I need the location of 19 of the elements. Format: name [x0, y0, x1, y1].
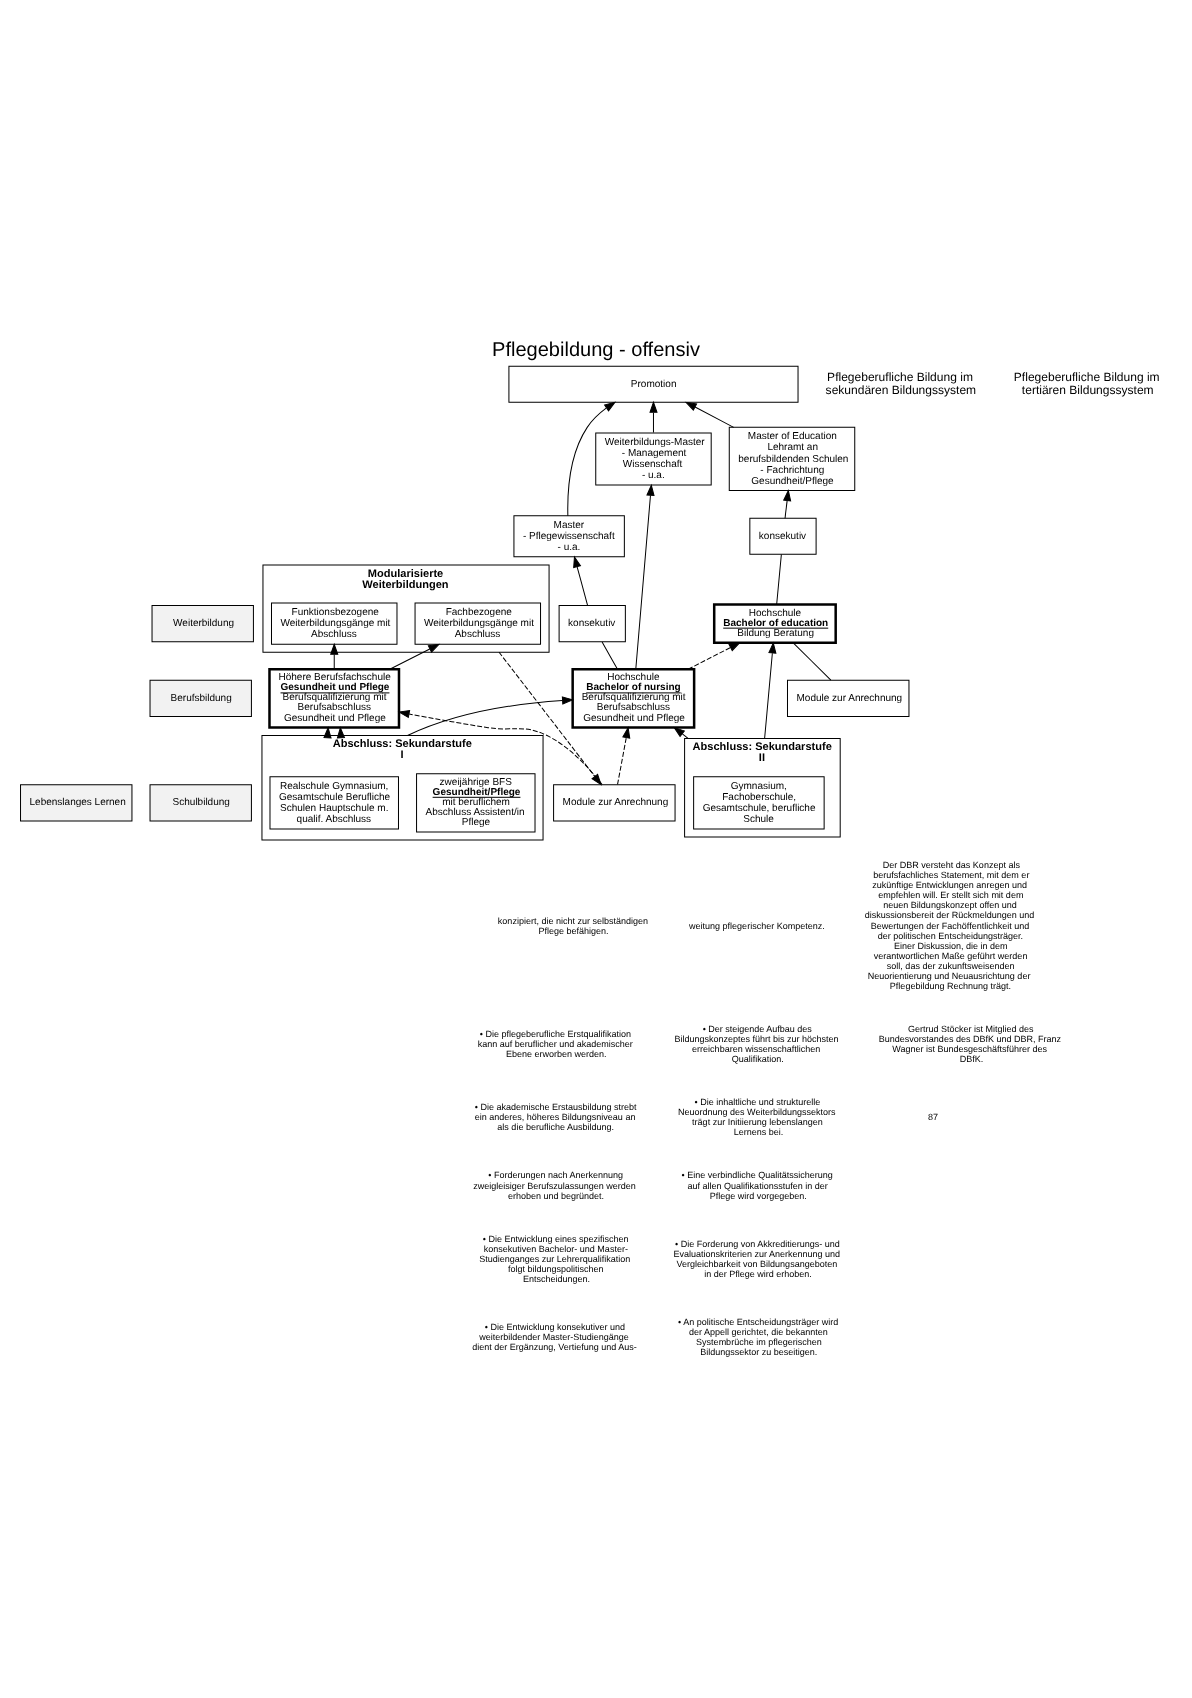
arrow — [398, 710, 603, 786]
arrow — [498, 651, 602, 785]
connector — [792, 642, 832, 681]
arrow — [330, 643, 339, 670]
connector — [776, 554, 782, 605]
arrow — [783, 490, 792, 519]
arrow — [567, 401, 616, 517]
arrow — [407, 696, 574, 737]
arrow — [635, 484, 655, 670]
diagram-title: Pflegebildung - offensiv — [492, 340, 700, 363]
arrow — [685, 401, 735, 428]
arrow — [687, 642, 741, 670]
arrow — [649, 401, 658, 434]
arrow — [573, 556, 589, 606]
arrow — [617, 727, 631, 785]
arrow — [764, 642, 777, 740]
arrow — [673, 727, 689, 740]
connector — [601, 641, 618, 670]
arrow — [389, 643, 440, 670]
